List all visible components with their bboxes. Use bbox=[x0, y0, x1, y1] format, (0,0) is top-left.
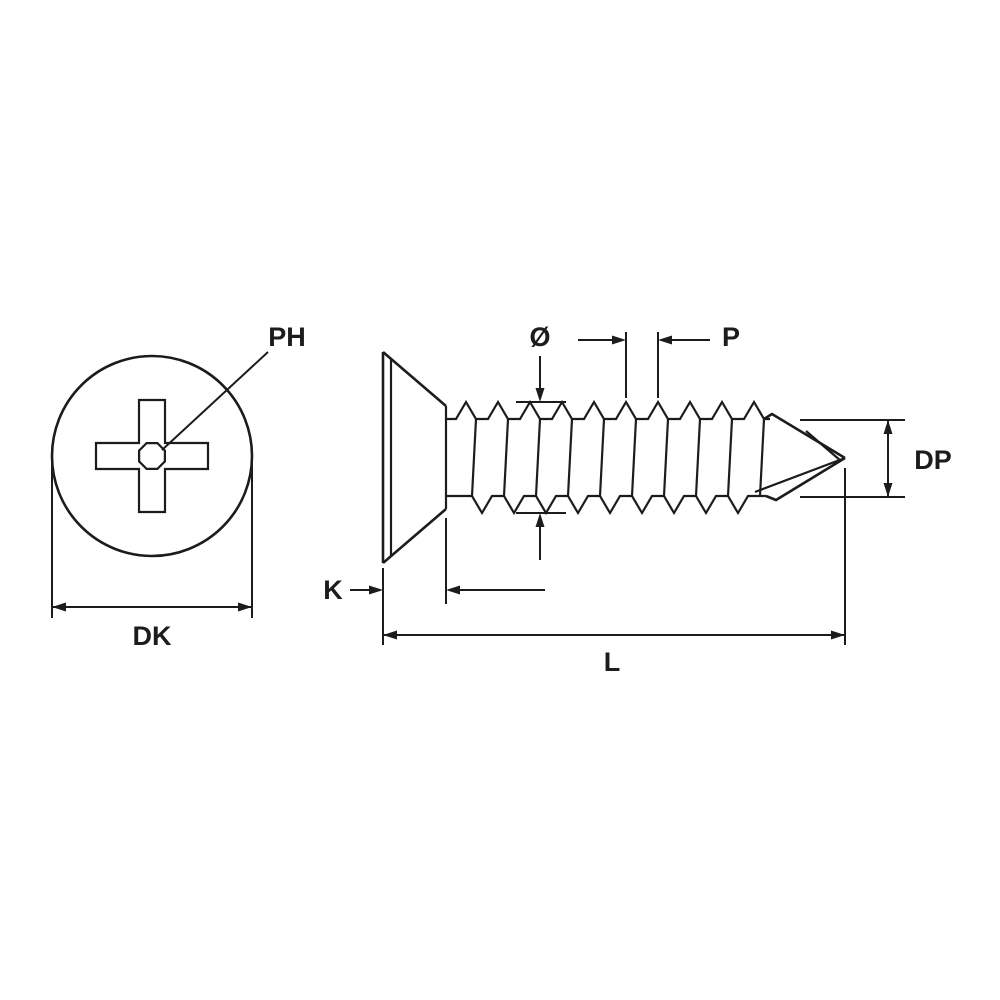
ph-leader-line bbox=[161, 351, 269, 451]
head-top-view bbox=[50, 354, 254, 558]
helix-line bbox=[758, 418, 766, 497]
pitch-label: P bbox=[722, 322, 740, 352]
pitch-arrow-right bbox=[612, 335, 626, 345]
thread-helix-lines bbox=[470, 418, 766, 497]
k-label: K bbox=[323, 575, 343, 605]
thread-profile-top bbox=[446, 399, 770, 421]
diameter-arrow-up bbox=[535, 513, 545, 527]
helix-line bbox=[726, 418, 734, 497]
drill-flute-line bbox=[754, 456, 846, 494]
drill-point bbox=[754, 412, 846, 502]
helix-line bbox=[630, 418, 638, 497]
dim-ph: PH bbox=[161, 322, 306, 451]
head-cone-bottom bbox=[382, 508, 447, 564]
thread-profile-bottom bbox=[446, 494, 766, 516]
l-label: L bbox=[604, 647, 621, 677]
head-cone-top bbox=[382, 351, 447, 407]
diameter-label: Ø bbox=[529, 322, 550, 352]
dim-l: L bbox=[382, 468, 846, 677]
helix-line bbox=[502, 418, 510, 497]
helix-line bbox=[662, 418, 670, 497]
head-outline-circle bbox=[50, 354, 254, 558]
dim-dk: DK bbox=[51, 462, 253, 651]
dp-arrow-down bbox=[883, 483, 893, 497]
l-arrow-right bbox=[831, 630, 845, 640]
drill-point-bottom-edge bbox=[765, 456, 846, 502]
dk-label: DK bbox=[133, 621, 172, 651]
helix-line bbox=[598, 418, 606, 497]
pitch-arrow-left bbox=[658, 335, 672, 345]
dim-k: K bbox=[323, 518, 545, 605]
k-arrow-right bbox=[369, 585, 383, 595]
dk-arrow-right bbox=[238, 602, 252, 612]
dim-pitch: P bbox=[578, 322, 740, 398]
helix-line bbox=[534, 418, 542, 497]
ph-label: PH bbox=[268, 322, 306, 352]
dim-diameter: Ø bbox=[516, 322, 566, 560]
dim-dp: DP bbox=[800, 419, 952, 498]
l-arrow-left bbox=[383, 630, 397, 640]
phillips-recess-center-octagon bbox=[138, 442, 166, 470]
screw-side-view bbox=[381, 351, 846, 564]
drill-cutting-edge bbox=[805, 430, 842, 462]
dk-arrow-left bbox=[52, 602, 66, 612]
dp-arrow-up bbox=[883, 420, 893, 434]
k-arrow-left bbox=[446, 585, 460, 595]
helix-line bbox=[470, 418, 478, 497]
phillips-recess-cross bbox=[94, 398, 210, 514]
dp-label: DP bbox=[914, 445, 952, 475]
diameter-arrow-down bbox=[535, 388, 545, 402]
helix-line bbox=[694, 418, 702, 497]
helix-line bbox=[566, 418, 574, 497]
